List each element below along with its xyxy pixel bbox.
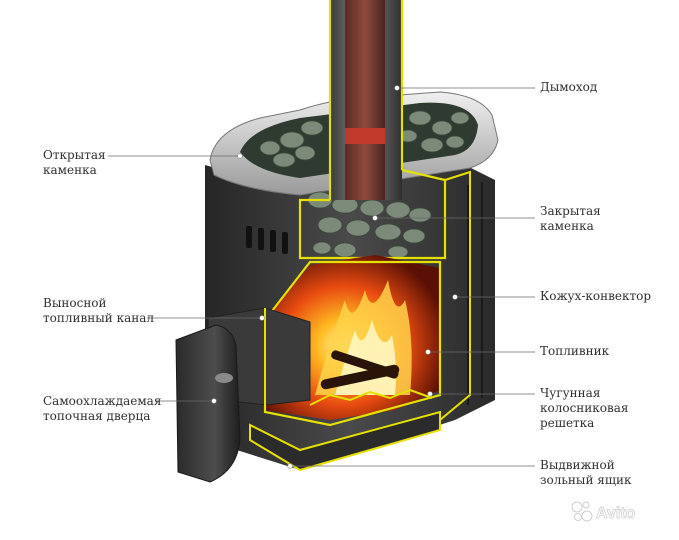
label-convector-text: Кожух-конвектор — [540, 289, 652, 303]
label-grate-line1: Чугунная — [540, 386, 601, 400]
label-grate-line2: колосниковая — [540, 401, 629, 415]
grate — [309, 388, 433, 406]
label-ash-box-line2: зольный ящик — [540, 473, 632, 487]
label-firebox-text: Топливник — [540, 344, 610, 358]
label-door: Самоохлаждаемая топочная дверца — [43, 394, 161, 424]
label-door-line1: Самоохлаждаемая — [43, 394, 162, 408]
label-firebox: Топливник — [540, 344, 609, 359]
label-open-heater-line1: Открытая — [43, 148, 106, 162]
label-remote-channel-line2: топливный канал — [43, 311, 155, 325]
stones — [259, 110, 470, 259]
chimney-pipe — [328, 0, 404, 200]
label-remote-channel-line1: Выносной — [43, 296, 107, 310]
label-ash-box: Выдвижной зольный ящик — [540, 458, 632, 488]
side-vents — [246, 226, 288, 254]
fire-door — [175, 324, 241, 483]
label-open-heater: Открытая каменка — [43, 148, 106, 178]
label-open-heater-line2: каменка — [43, 163, 97, 177]
label-convector: Кожух-конвектор — [540, 289, 651, 304]
avito-logo-icon — [571, 501, 593, 522]
label-grate-line3: решетка — [540, 416, 595, 430]
label-remote-channel: Выносной топливный канал — [43, 296, 154, 326]
label-chimney: Дымоход — [540, 80, 597, 95]
label-ash-box-line1: Выдвижной — [540, 458, 615, 472]
convector-outline — [439, 170, 471, 421]
label-closed-heater-line1: Закрытая — [540, 204, 601, 218]
label-door-line2: топочная дверца — [43, 409, 151, 423]
leader-lines — [108, 85, 535, 469]
label-closed-heater-line2: каменка — [540, 219, 594, 233]
avito-watermark: Avito — [571, 501, 636, 522]
avito-watermark-text: Avito — [596, 505, 636, 522]
label-closed-heater: Закрытая каменка — [540, 204, 601, 234]
ash-box — [249, 410, 441, 472]
label-grate: Чугунная колосниковая решетка — [540, 386, 629, 431]
label-chimney-text: Дымоход — [540, 80, 598, 94]
